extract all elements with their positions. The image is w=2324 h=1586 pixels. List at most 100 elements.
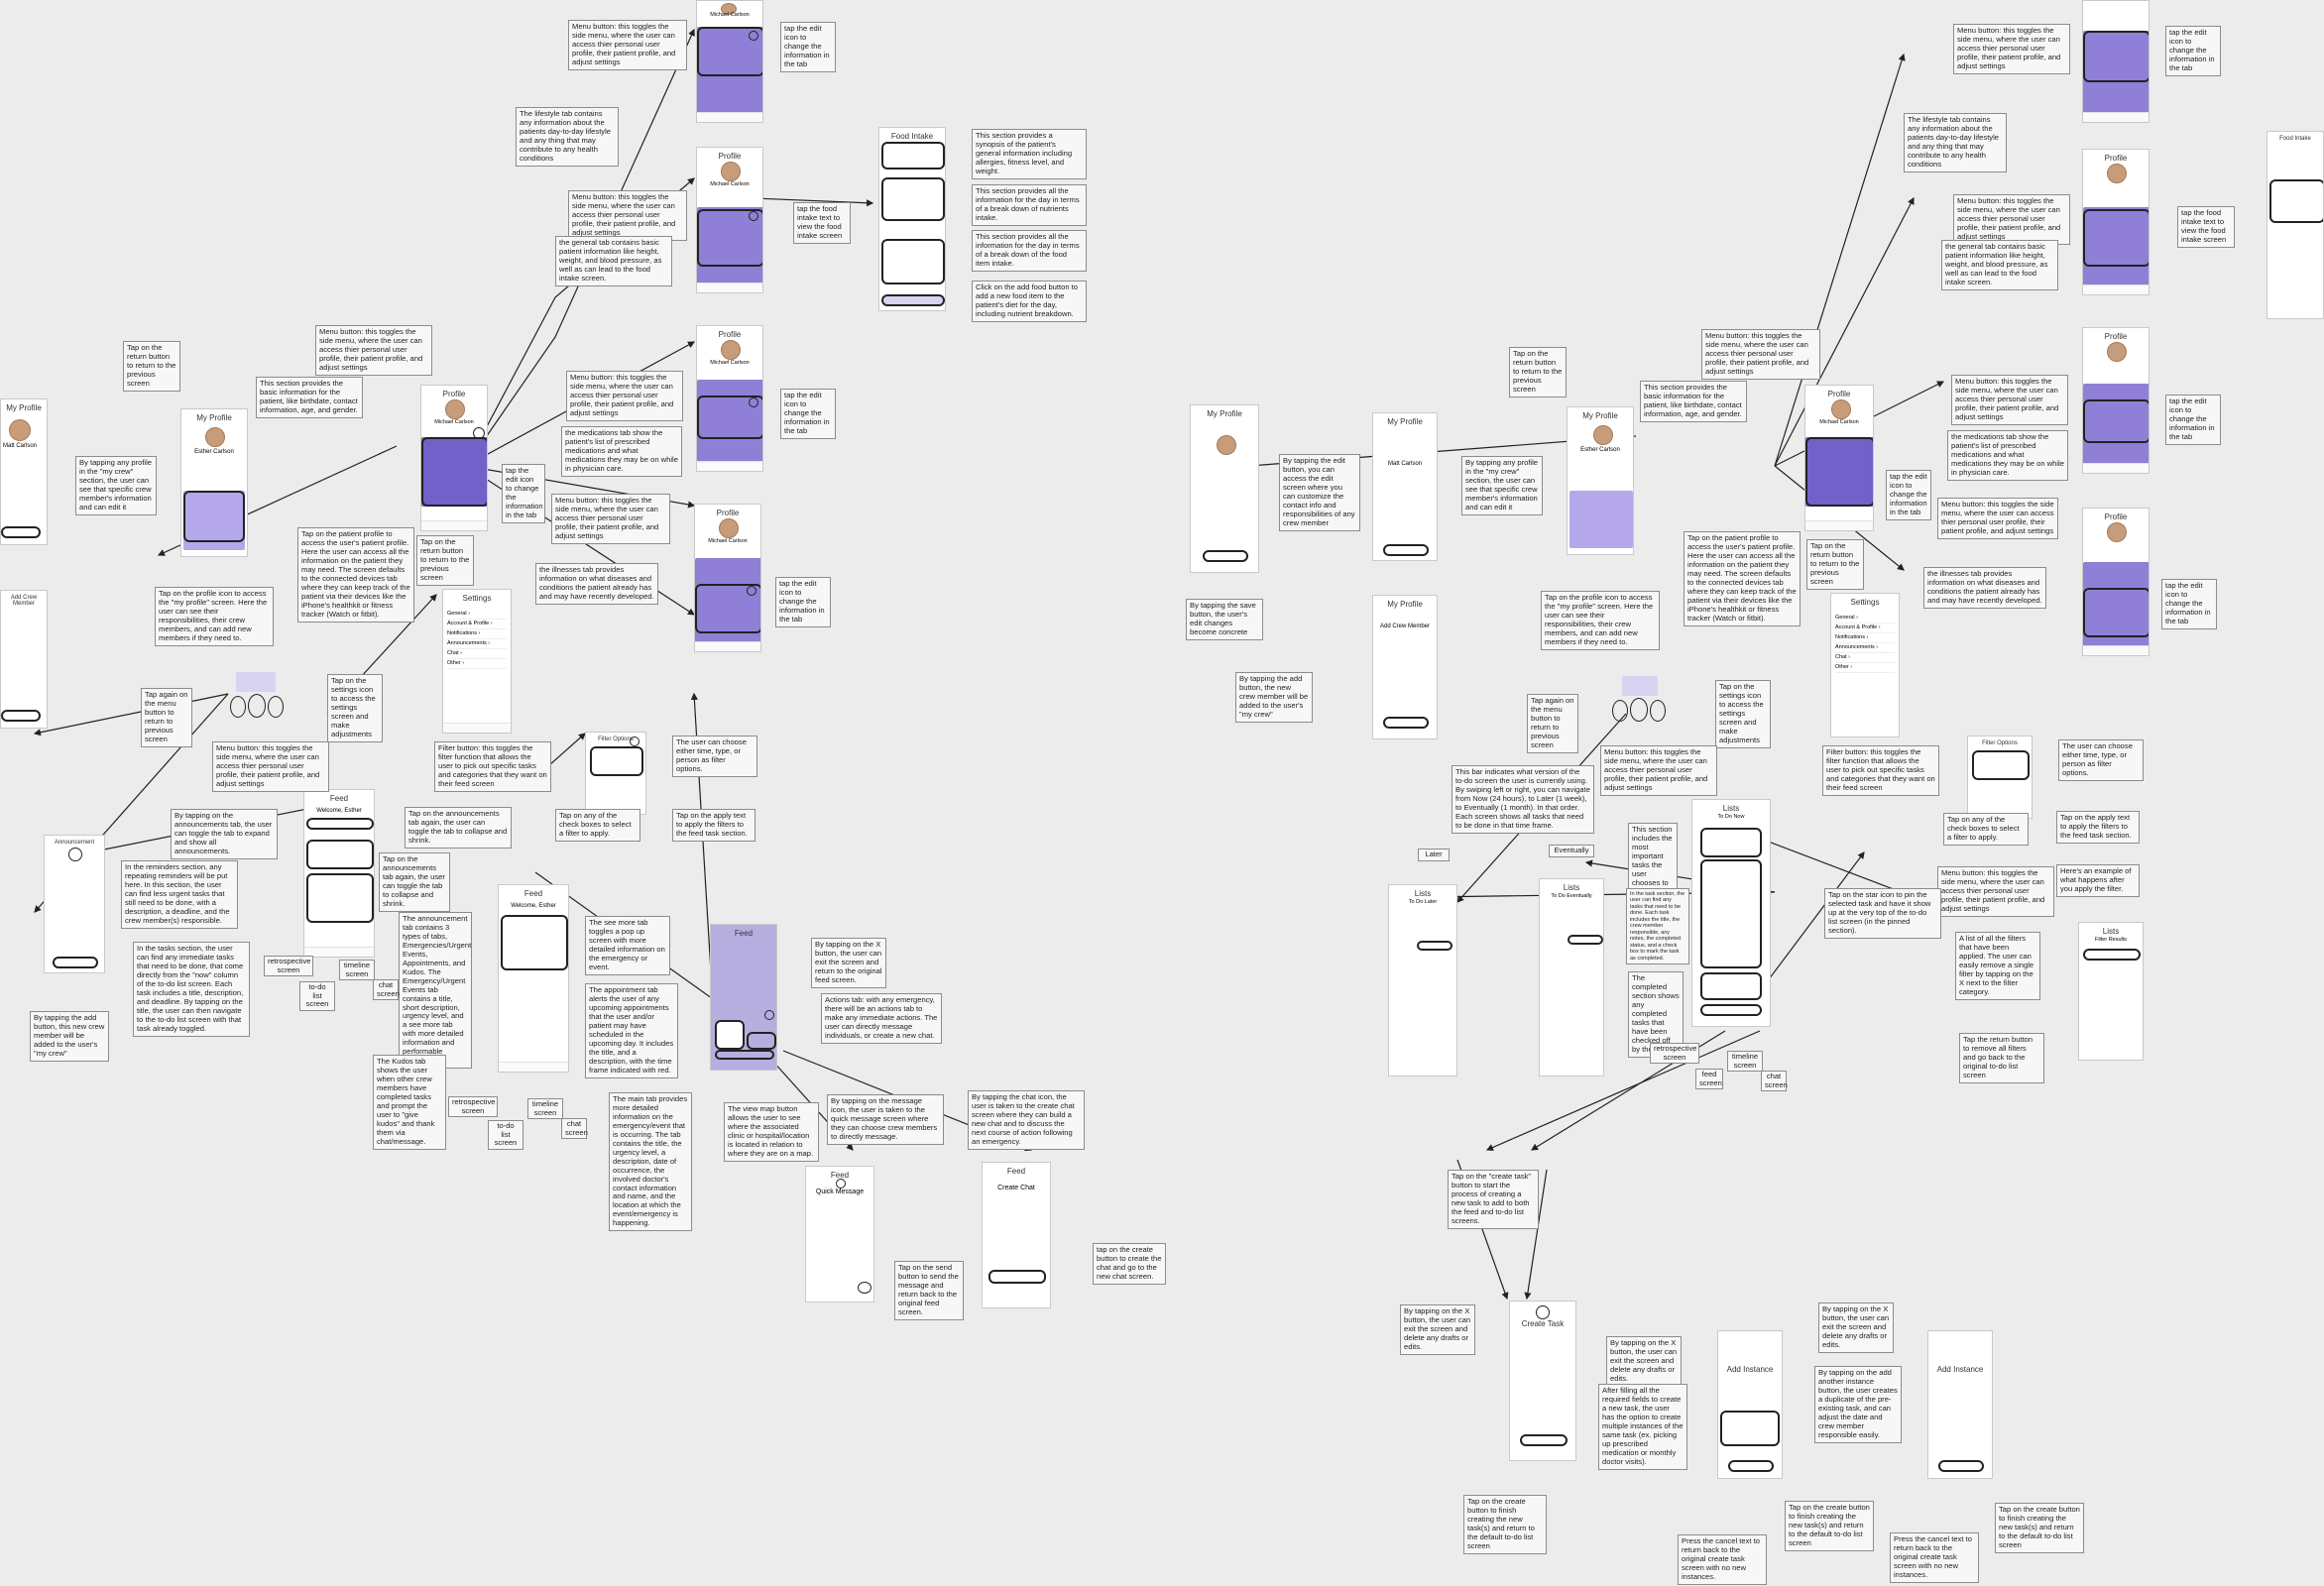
note-basic-info: This section provides the basic informat… — [256, 377, 363, 418]
bottom-nav[interactable] — [421, 520, 487, 530]
actions-tab-highlight[interactable] — [747, 1032, 776, 1050]
settings-item[interactable]: General › — [1835, 614, 1895, 623]
tab-expanded[interactable] — [697, 27, 762, 116]
create-task-button[interactable] — [1568, 935, 1603, 945]
edit-icon[interactable] — [747, 586, 756, 596]
create-task-button[interactable] — [1700, 1004, 1762, 1016]
tabs-highlight[interactable] — [421, 437, 487, 507]
menu-circle-1[interactable] — [230, 696, 246, 718]
close-icon[interactable] — [836, 1179, 846, 1189]
task-section-highlight[interactable] — [1700, 859, 1762, 968]
filter-columns-highlight[interactable] — [1972, 750, 2030, 780]
tab-stack[interactable] — [1805, 437, 1873, 507]
bottom-nav[interactable] — [1805, 520, 1873, 530]
filter-chips-highlight[interactable] — [2083, 949, 2141, 961]
settings-list[interactable]: General ›Account & Profile ›Notification… — [447, 610, 507, 669]
menu-circle-3[interactable] — [268, 696, 284, 718]
illnesses-highlight[interactable] — [2083, 588, 2149, 637]
bottom-nav[interactable] — [695, 641, 760, 651]
tab-expanded[interactable] — [2083, 207, 2149, 286]
tab-expanded[interactable] — [697, 380, 762, 463]
menu-circle-3[interactable] — [1650, 700, 1666, 722]
send-button[interactable] — [858, 1282, 872, 1294]
menu-circle-2[interactable] — [1630, 698, 1648, 722]
create-button[interactable] — [1728, 1460, 1774, 1472]
general-highlight[interactable] — [2083, 209, 2149, 267]
crew-highlight[interactable] — [183, 491, 245, 542]
create-task-button[interactable] — [1417, 941, 1452, 951]
illnesses-highlight[interactable] — [695, 584, 760, 633]
add-button-highlight[interactable] — [1, 710, 41, 722]
create-button-highlight[interactable] — [53, 957, 98, 968]
tab-expanded[interactable] — [2083, 31, 2149, 116]
instance-highlight[interactable] — [1720, 1411, 1780, 1446]
note-menu-button-1: Menu button: this toggles the side menu,… — [568, 20, 687, 70]
view-map-highlight[interactable] — [715, 1050, 774, 1060]
apply-icon[interactable] — [630, 736, 639, 746]
edit-icon[interactable] — [749, 31, 758, 41]
screen-title: Profile — [2104, 154, 2128, 163]
settings-item[interactable]: Other › — [447, 659, 507, 669]
add-food-highlight[interactable] — [881, 294, 945, 306]
bottom-nav[interactable] — [443, 723, 511, 733]
task-highlight[interactable] — [306, 840, 374, 869]
settings-item[interactable]: Account & Profile › — [1835, 623, 1895, 633]
general-highlight[interactable] — [697, 209, 762, 267]
close-icon[interactable] — [1536, 1305, 1550, 1319]
menu-circle-1[interactable] — [1612, 700, 1628, 722]
settings-item[interactable]: Other › — [1835, 663, 1895, 673]
bottom-nav[interactable] — [697, 461, 762, 471]
edit-icon[interactable] — [749, 397, 758, 407]
create-button[interactable] — [1520, 1434, 1568, 1446]
settings-list[interactable]: General ›Account & Profile ›Notification… — [1835, 614, 1895, 673]
menu-circle-2[interactable] — [248, 694, 266, 718]
tab-expanded[interactable] — [2083, 384, 2149, 465]
screen-title: My Profile — [1207, 409, 1242, 418]
settings-item[interactable]: Account & Profile › — [447, 620, 507, 629]
edit-icon[interactable] — [749, 211, 758, 221]
medications-highlight[interactable] — [2083, 399, 2149, 443]
announcements-highlight[interactable] — [306, 818, 374, 830]
create-chat-button[interactable] — [988, 1270, 1046, 1284]
bottom-nav[interactable] — [499, 1062, 568, 1072]
note-create-finish-1: Tap on the create button to finish creat… — [1463, 1495, 1547, 1554]
settings-item[interactable]: Notifications › — [1835, 633, 1895, 643]
bottom-nav[interactable] — [2083, 112, 2149, 122]
tab-expanded[interactable] — [2083, 562, 2149, 647]
close-icon[interactable] — [68, 848, 82, 861]
save-button[interactable] — [1383, 544, 1429, 556]
filter-columns-highlight[interactable] — [590, 746, 643, 776]
settings-item[interactable]: General › — [447, 610, 507, 620]
bottom-nav[interactable] — [2083, 645, 2149, 655]
bottom-nav[interactable] — [2083, 284, 2149, 294]
edit-icon[interactable] — [473, 427, 485, 439]
create-button[interactable] — [1938, 1460, 1984, 1472]
tab-expanded[interactable] — [695, 558, 760, 643]
nutrients-highlight — [2269, 179, 2323, 223]
bottom-nav[interactable] — [2083, 463, 2149, 473]
avatar — [721, 3, 737, 15]
tabs-highlight[interactable] — [1805, 437, 1873, 507]
settings-item[interactable]: Chat › — [447, 649, 507, 659]
bottom-nav[interactable] — [697, 112, 762, 122]
list-subtitle: To Do Later — [1408, 899, 1438, 905]
bottom-nav[interactable] — [304, 947, 374, 957]
lifestyle-highlight[interactable] — [2083, 31, 2149, 82]
close-icon[interactable] — [764, 1010, 774, 1020]
save-button[interactable] — [1203, 550, 1248, 562]
reminder-highlight[interactable] — [306, 873, 374, 923]
settings-item[interactable]: Notifications › — [447, 629, 507, 639]
label-eventually: Eventually — [1549, 845, 1594, 857]
note-filter-choose: The user can choose either time, type, o… — [672, 736, 757, 777]
settings-item[interactable]: Announcements › — [447, 639, 507, 649]
medications-highlight[interactable] — [697, 396, 762, 439]
crew-section[interactable] — [1569, 491, 1633, 548]
announcement-tab-highlight[interactable] — [501, 915, 568, 970]
save-highlight[interactable] — [1, 526, 41, 538]
add-button[interactable] — [1383, 717, 1429, 729]
lifestyle-highlight[interactable] — [697, 27, 762, 76]
tab-stack[interactable] — [421, 437, 487, 507]
bottom-nav[interactable] — [697, 283, 762, 292]
settings-item[interactable]: Chat › — [1835, 653, 1895, 663]
settings-item[interactable]: Announcements › — [1835, 643, 1895, 653]
